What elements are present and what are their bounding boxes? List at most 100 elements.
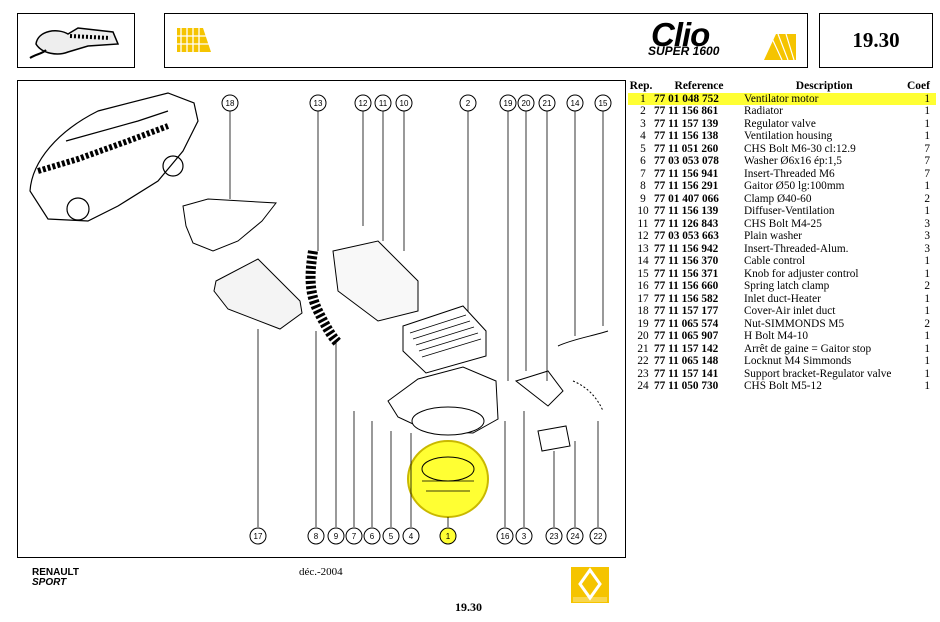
callout-2: 2 — [459, 94, 477, 112]
callout-4: 4 — [402, 527, 420, 545]
cell-coef: 1 — [924, 105, 930, 117]
cell-rep: 14 — [637, 255, 649, 267]
radiator-drawing — [402, 305, 487, 374]
cell-coef: 1 — [924, 267, 930, 280]
cell-rep: 8 — [640, 180, 646, 192]
cell-description: CHS Bolt M4-25 — [744, 217, 822, 230]
callout-24: 24 — [566, 527, 584, 545]
callout-18: 18 — [221, 94, 239, 112]
cell-coef: 1 — [924, 180, 930, 192]
svg-text:20: 20 — [522, 99, 531, 108]
cell-rep: 23 — [637, 367, 649, 380]
svg-text:18: 18 — [226, 99, 235, 108]
cell-description: Insert-Threaded M6 — [744, 167, 835, 180]
cell-rep: 7 — [640, 167, 646, 180]
cell-description: Knob for adjuster control — [744, 267, 859, 280]
callout-6: 6 — [363, 527, 381, 545]
exploded-view-drawing: 18 13 12 11 10 2 19 20 21 14 15 17 8 9 7… — [29, 92, 612, 545]
svg-text:21: 21 — [543, 99, 552, 108]
cell-rep: 9 — [640, 192, 646, 205]
callout-7: 7 — [345, 527, 363, 545]
cell-rep: 12 — [637, 230, 649, 242]
cell-description: Ventilation housing — [744, 130, 833, 142]
cell-rep: 1 — [628, 92, 654, 105]
callout-14: 14 — [566, 94, 584, 112]
cell-reference: 77 11 126 843 — [654, 217, 719, 230]
svg-text:15: 15 — [599, 99, 608, 108]
cell-reference: 77 03 053 078 — [654, 155, 719, 167]
cell-description: Spring latch clamp — [744, 280, 830, 292]
callout-19: 19 — [499, 94, 517, 112]
cell-reference: 77 11 156 139 — [654, 205, 719, 217]
callout-3: 3 — [515, 527, 533, 545]
cell-description: H Bolt M4-10 — [744, 330, 809, 342]
parts-table-header: Rep. Reference Description Coef — [628, 80, 936, 93]
callout-1: 1 — [439, 527, 457, 545]
cell-coef: 1 — [924, 305, 930, 317]
cell-coef: 1 — [924, 205, 930, 217]
cell-reference: 77 11 156 370 — [654, 255, 719, 267]
svg-text:5: 5 — [389, 532, 394, 541]
svg-text:19: 19 — [504, 99, 513, 108]
svg-text:13: 13 — [314, 99, 323, 108]
cell-coef: 2 — [924, 317, 930, 330]
cell-reference: 77 01 407 066 — [654, 192, 719, 205]
cell-rep: 11 — [637, 217, 649, 230]
cell-description: Regulator valve — [744, 117, 816, 130]
cell-description: Arrêt de gaine = Gaitor stop — [744, 342, 872, 355]
cell-reference: 77 01 048 752 — [654, 92, 744, 105]
document-date: déc.-2004 — [299, 566, 343, 578]
cell-coef: 2 — [924, 192, 930, 205]
svg-text:3: 3 — [522, 532, 527, 541]
cell-reference: 77 11 156 942 — [654, 242, 719, 255]
cell-reference: 77 11 156 941 — [654, 167, 719, 180]
cell-reference: 77 11 157 177 — [654, 305, 719, 317]
renault-sport-logo: RENAULT SPORT — [32, 568, 79, 588]
svg-text:1: 1 — [446, 532, 451, 541]
cell-description: Gaitor Ø50 lg:100mm — [744, 180, 845, 192]
ventilator-motor-drawing — [407, 440, 489, 518]
callout-15: 15 — [594, 94, 612, 112]
cell-rep: 17 — [637, 292, 649, 305]
cell-coef: 7 — [924, 142, 930, 155]
cell-coef: 1 — [904, 92, 936, 105]
brand-line1: RENAULT — [32, 567, 80, 578]
cell-coef: 3 — [924, 230, 930, 242]
variant-logo: SUPER 1600 — [648, 44, 720, 58]
callout-10: 10 — [395, 94, 413, 112]
page-number-box: 19.30 — [819, 13, 933, 68]
cell-reference: 77 11 157 139 — [654, 117, 719, 130]
callout-20: 20 — [517, 94, 535, 112]
model-logo: Clio — [651, 16, 710, 53]
heater-thumbnail-icon — [29, 27, 120, 59]
col-rep: Rep. — [629, 80, 653, 92]
cell-reference: 77 11 156 861 — [654, 105, 719, 117]
callout-21: 21 — [538, 94, 556, 112]
svg-text:16: 16 — [501, 532, 510, 541]
svg-text:23: 23 — [550, 532, 559, 541]
cell-rep: 21 — [637, 342, 649, 355]
section-thumbnail — [17, 13, 135, 68]
cell-coef: 1 — [924, 330, 930, 342]
cell-reference: 77 11 065 907 — [654, 330, 719, 342]
callout-12: 12 — [354, 94, 372, 112]
callout-13: 13 — [309, 94, 327, 112]
brand-line2: SPORT — [32, 577, 67, 588]
cell-coef: 1 — [924, 367, 930, 380]
cell-description: Plain washer — [744, 230, 803, 242]
svg-text:22: 22 — [594, 532, 603, 541]
callout-11: 11 — [374, 94, 392, 112]
